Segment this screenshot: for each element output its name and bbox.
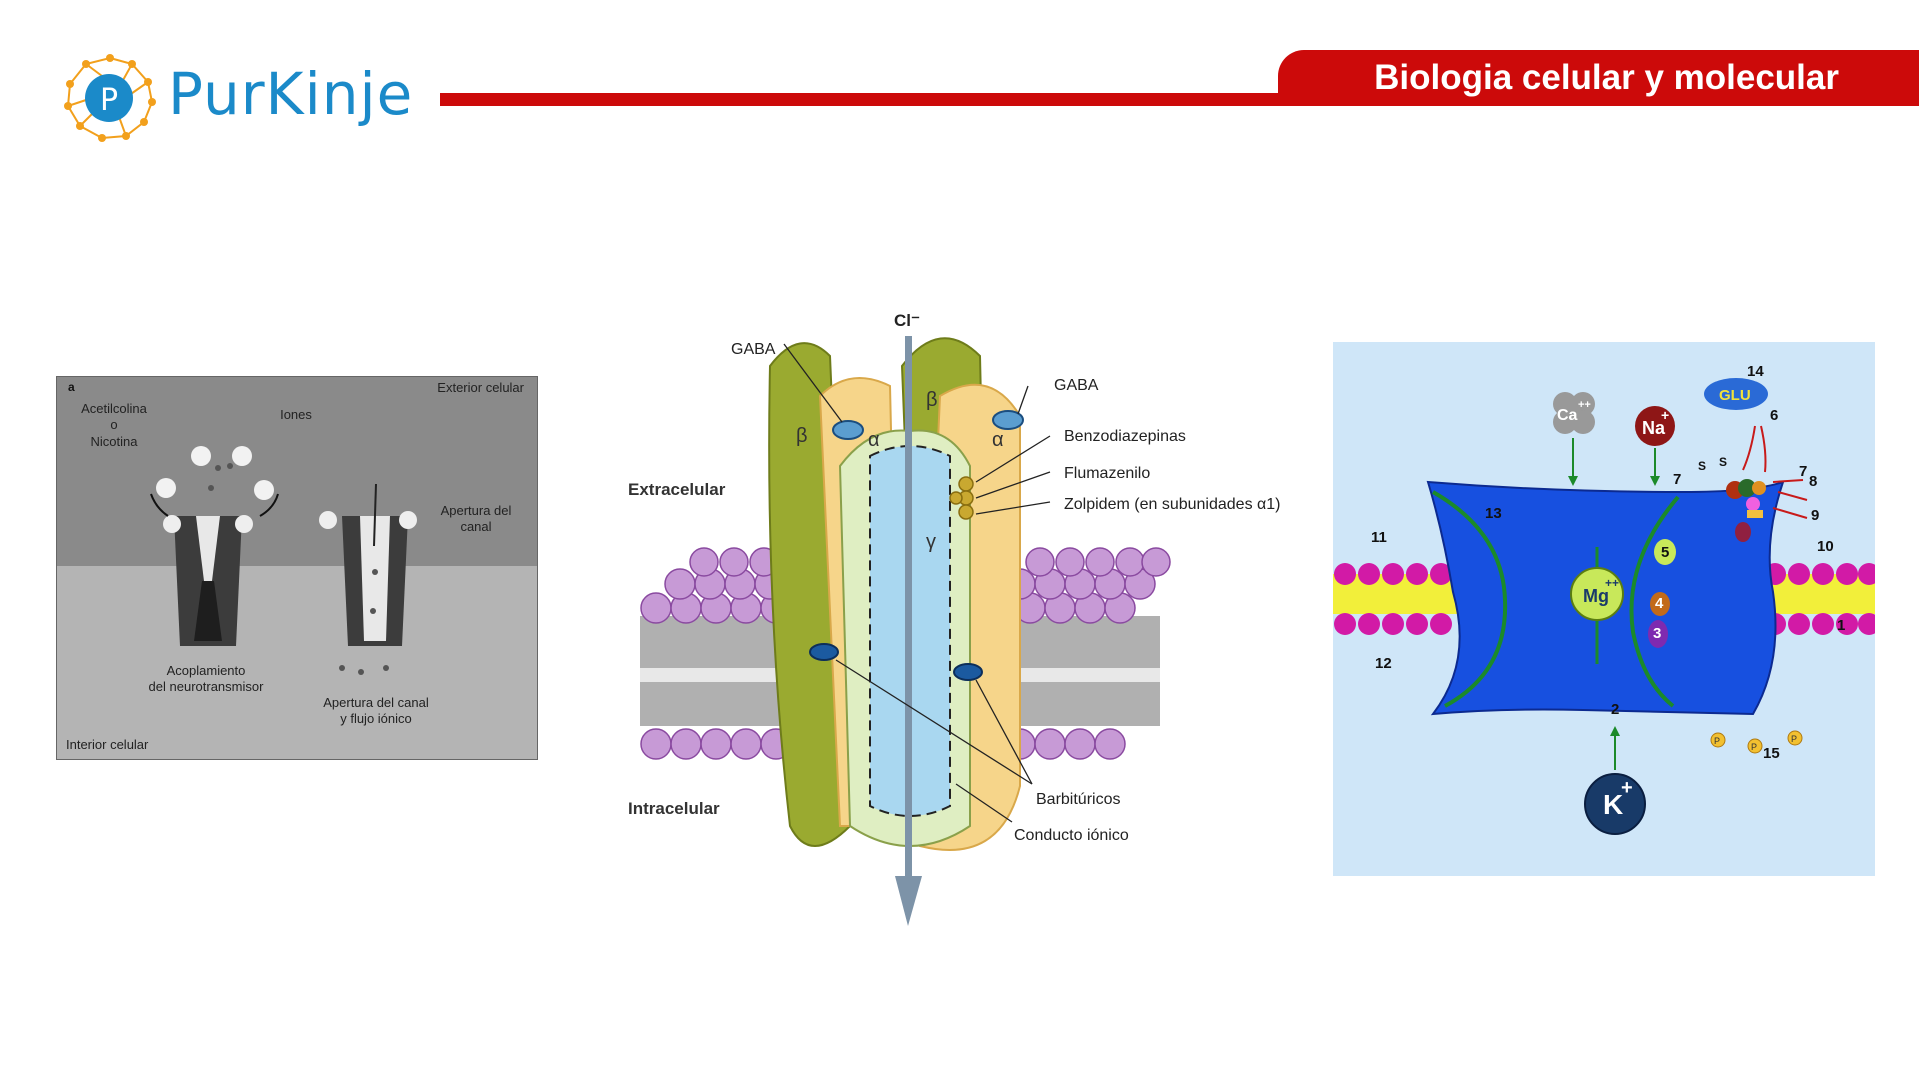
potassium-ion	[1584, 773, 1646, 835]
svg-text:S: S	[1719, 455, 1727, 469]
ion-conduct-label: Conducto iónico	[1014, 827, 1129, 844]
svg-text:6: 6	[1770, 407, 1778, 424]
svg-text:P: P	[1791, 734, 1797, 744]
svg-text:K: K	[1603, 789, 1623, 820]
svg-text:P: P	[1751, 742, 1757, 752]
svg-text:+: +	[1661, 407, 1669, 423]
sodium-ion	[1635, 406, 1675, 446]
label-interior: Interior celular	[66, 737, 149, 752]
svg-text:13: 13	[1485, 505, 1502, 522]
svg-text:8: 8	[1809, 473, 1817, 490]
label-channel-open-2: canal	[460, 519, 491, 534]
barbiturates-label: Barbitúricos	[1036, 791, 1120, 808]
lipid-bilayer	[640, 547, 1171, 760]
figure-b-gaba-receptor: β α β α γ Cl⁻ GABA GABA Extracelular Int…	[628, 311, 1280, 926]
svg-text:++: ++	[1605, 576, 1619, 590]
svg-text:3: 3	[1653, 625, 1661, 642]
label-ligand-2: o	[110, 417, 117, 432]
svg-text:β: β	[926, 389, 938, 411]
neuron-logo-icon: P	[64, 54, 156, 142]
extracellular-label: Extracelular	[628, 480, 726, 499]
svg-text:7: 7	[1673, 471, 1681, 488]
svg-text:β: β	[796, 425, 808, 447]
svg-text:12: 12	[1375, 655, 1392, 672]
gaba-label-left: GABA	[731, 341, 776, 358]
svg-text:4: 4	[1655, 595, 1664, 612]
svg-text:10: 10	[1817, 538, 1834, 555]
svg-text:GLU: GLU	[1719, 387, 1751, 404]
intracellular-label: Intracelular	[628, 799, 720, 818]
mg-ion	[1570, 567, 1624, 621]
svg-text:Ca: Ca	[1557, 407, 1578, 424]
section-title: Biologia celular y molecular	[1278, 50, 1919, 106]
svg-text:1: 1	[1837, 617, 1845, 634]
svg-text:11: 11	[1371, 529, 1387, 546]
label-coupling-1: Acoplamiento	[167, 663, 246, 678]
figure-a-nicotinic-receptor: a Exterior celular Interior celular Acet…	[56, 376, 538, 760]
section-title-text: Biologia celular y molecular	[1374, 58, 1839, 97]
calcium-ion: Ca ++	[1553, 392, 1595, 434]
label-ions: Iones	[280, 407, 312, 422]
svg-text:Na: Na	[1642, 418, 1666, 438]
label-ligand-3: Nicotina	[91, 434, 139, 449]
label-channel-open-1: Apertura del	[441, 503, 512, 518]
svg-text:++: ++	[1578, 399, 1591, 411]
svg-text:P: P	[1714, 736, 1720, 746]
svg-text:Mg: Mg	[1583, 586, 1609, 606]
brand-name: PurKinje	[168, 60, 414, 128]
svg-text:α: α	[992, 429, 1004, 451]
svg-text:9: 9	[1811, 507, 1819, 524]
brand-logo[interactable]: P PurKinje	[62, 52, 412, 142]
ion-label: Cl⁻	[894, 311, 920, 330]
label-exterior: Exterior celular	[437, 380, 524, 395]
svg-text:7: 7	[1799, 463, 1807, 480]
glutamate	[1704, 378, 1768, 410]
label-flow-1: Apertura del canal	[323, 695, 429, 710]
svg-text:5: 5	[1661, 544, 1669, 561]
flumazenil-label: Flumazenilo	[1064, 465, 1150, 482]
svg-text:+: +	[1621, 777, 1633, 799]
arrowhead-icon	[895, 876, 922, 926]
svg-text:15: 15	[1763, 745, 1780, 762]
svg-text:α: α	[868, 429, 880, 451]
svg-text:14: 14	[1747, 363, 1764, 380]
label-coupling-2: del neurotransmisor	[149, 679, 265, 694]
svg-text:S: S	[1698, 459, 1706, 473]
svg-text:2: 2	[1611, 701, 1619, 718]
chloride-path-arrow	[905, 336, 912, 876]
svg-text:γ: γ	[926, 531, 936, 553]
figure-c-nmda-receptor: Mg ++ Ca ++ Na + K + GLU P P P S S 1 2 3…	[1333, 342, 1875, 876]
svg-text:P: P	[100, 83, 118, 118]
label-ligand-1: Acetilcolina	[81, 401, 148, 416]
benzodiazepine-label: Benzodiazepinas	[1064, 428, 1186, 445]
label-flow-2: y flujo iónico	[340, 711, 412, 726]
figure-a-tag: a	[68, 380, 75, 394]
zolpidem-label: Zolpidem (en subunidades α1)	[1064, 496, 1280, 513]
gaba-label-right: GABA	[1054, 377, 1099, 394]
